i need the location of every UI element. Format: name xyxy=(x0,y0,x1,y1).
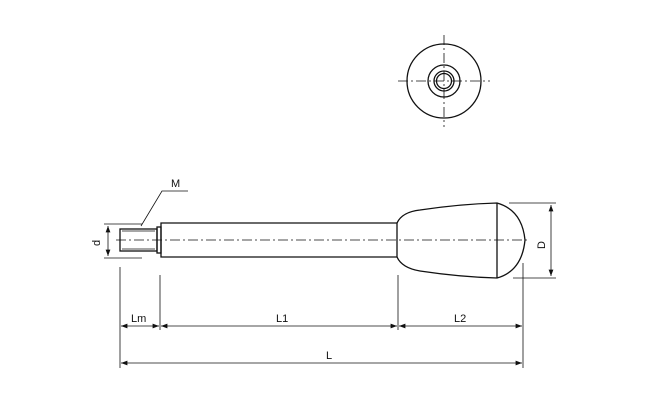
side-view xyxy=(104,190,556,368)
end-view xyxy=(398,35,490,127)
label-D: D xyxy=(536,241,548,249)
label-l: L xyxy=(326,350,332,362)
label-l2: L2 xyxy=(454,313,466,325)
knob xyxy=(396,202,526,279)
label-d: d xyxy=(91,240,103,246)
label-lm: Lm xyxy=(131,313,146,325)
label-l1: L1 xyxy=(276,313,288,325)
label-m: M xyxy=(171,178,180,190)
